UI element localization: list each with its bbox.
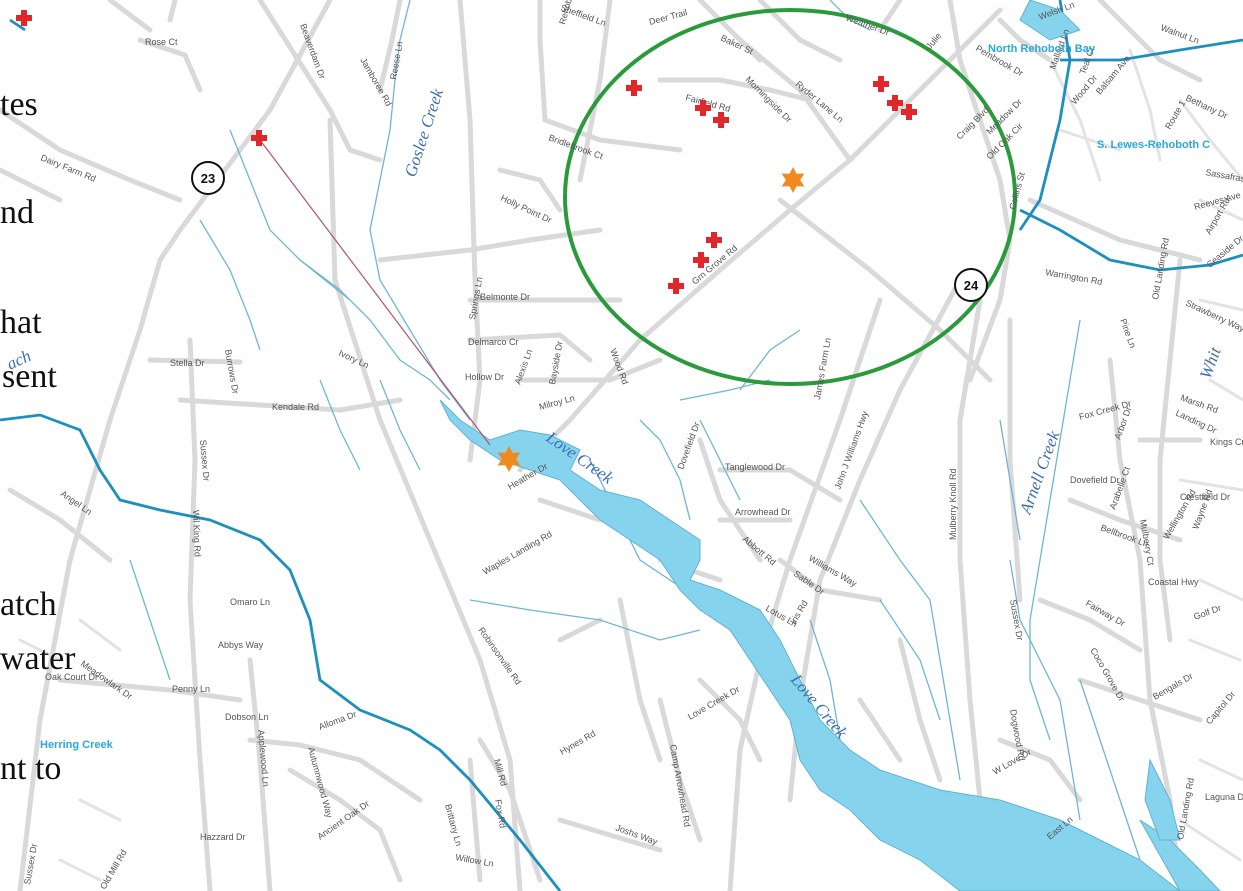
road-label: James Farm Ln [812, 337, 833, 400]
road-label: Oak Court Dr [45, 672, 98, 682]
road-label: Julie [924, 31, 944, 52]
road-label: Crestfield Dr [1180, 492, 1230, 502]
road-label: Camp Arrowhead Rd [668, 744, 692, 828]
road-label: Iris Rd [788, 598, 810, 626]
road-label: Coco Grove Dr [1088, 646, 1127, 703]
road-label: Arrowhead Dr [735, 507, 791, 517]
road-label: Walnut Ln [1159, 22, 1200, 45]
road-label: Coastal Hwy [1148, 577, 1199, 587]
connector-line [259, 139, 491, 446]
creek-label-fragment: Whit [1196, 343, 1225, 381]
slide-text-line: tes [0, 86, 38, 123]
cross-marker-icon[interactable] [873, 76, 889, 92]
road-label: Alloma Dr [317, 709, 358, 732]
road-label: Fairway Dr [1084, 598, 1127, 628]
road-label: Hynes Rd [558, 728, 597, 756]
cross-marker-icon[interactable] [626, 80, 642, 96]
road-label: Waples Landing Rd [481, 529, 554, 577]
road-label: Capitol Dr [1204, 689, 1237, 726]
slide-text-line: nt to [0, 750, 62, 787]
cross-marker-icon[interactable] [706, 232, 722, 248]
road-label: Willow Ln [455, 852, 495, 869]
arnell-creek-label: Arnell Creek [1016, 428, 1064, 517]
road-label: Golf Dr [1192, 603, 1222, 622]
road-label: Sussex Dr [1008, 599, 1025, 642]
water-labels: Goslee Creek Love Creek Love Creek Arnel… [4, 86, 1226, 742]
road-label: Hollow Dr [465, 372, 504, 382]
herring-creek-label: Herring Creek [40, 739, 114, 751]
road-label: Applewood Ln [256, 729, 271, 787]
road-label: Belmonte Dr [480, 292, 530, 302]
road-label: Penny Ln [172, 684, 210, 694]
slide-text-line: sent [2, 358, 57, 395]
road-label: Dogwood Rd [1008, 709, 1027, 762]
road-label: Weather Dr [844, 12, 891, 37]
highlight-circle [563, 8, 1017, 386]
road-label: Mill Rd [492, 758, 509, 787]
slide-text-line: atch [0, 586, 57, 623]
road-label: Pine Ln [1118, 317, 1138, 349]
road-label: Fox Rd [493, 799, 508, 829]
road-label: Mulberry Knoll Rd [948, 468, 958, 540]
road-label: Dovefield Dr [1070, 475, 1120, 485]
goslee-creek-label: Goslee Creek [401, 86, 447, 179]
road-label: Omaro Ln [230, 597, 270, 607]
road-label: Dairy Farm Rd [39, 153, 97, 184]
road-label: Laguna Dr [1205, 792, 1243, 802]
road-label: Dovefield Dr [675, 421, 701, 471]
star-marker-icon[interactable] [781, 167, 805, 193]
road-label: Delmarco Cr [468, 337, 519, 347]
lewes-rehoboth-label: S. Lewes-Rehoboth C [1097, 139, 1210, 151]
road-label: Abbys Way [218, 640, 264, 650]
road-label: W Love Dr [991, 747, 1033, 777]
road-label: Deer Trail [648, 7, 688, 27]
road-label: Kendale Rd [272, 402, 319, 412]
route-shield-24: 24 [954, 268, 988, 302]
cross-marker-icon[interactable] [16, 10, 32, 26]
cross-marker-icon[interactable] [713, 112, 729, 128]
road-label: Burrows Dr [223, 349, 241, 395]
road-label: Sussex Dr [198, 439, 212, 481]
road-label: Stella Dr [170, 358, 205, 368]
road-label: Brittany Ln [443, 803, 464, 847]
place-labels: North Rehoboth Bay S. Lewes-Rehoboth C H… [40, 43, 1210, 751]
road-label: Sassafras St [1205, 167, 1243, 186]
north-rehoboth-label: North Rehoboth Bay [988, 43, 1096, 55]
road-label: Old Mill Rd [98, 848, 129, 891]
road-label: Milroy Ln [538, 393, 576, 412]
love-creek-water [439, 0, 1221, 891]
road-label: Hazzard Dr [200, 832, 246, 842]
road-label: Grn Grove Rd [690, 243, 739, 287]
road-label: Morningside Dr [744, 74, 794, 124]
slide-text-line: nd [0, 194, 34, 231]
road-label: Seaside Dr [1205, 233, 1243, 269]
road-label: Route 1 [1163, 99, 1187, 131]
road-labels: Rose Ct Jamboree Rd Reese Ln Dairy Farm … [22, 0, 1243, 891]
road-label: Wil King Rd [191, 510, 203, 557]
road-label: Warrington Rd [1045, 267, 1104, 287]
road-label: Bengals Dr [1151, 671, 1195, 702]
road-label: Holly Point Dr [499, 193, 553, 225]
route-23-number: 23 [201, 171, 215, 186]
route-shield-23: 23 [191, 161, 225, 195]
road-label: Old Landing Rd [1175, 777, 1196, 840]
road-label: Rose Ct [145, 37, 178, 47]
road-label: Tanglewood Dr [725, 462, 785, 472]
cross-marker-icon[interactable] [668, 278, 684, 294]
road-label: Ivory Ln [337, 348, 370, 371]
road-label: Kings Creek [1210, 437, 1243, 447]
road-label: Dobson Ln [225, 712, 269, 722]
minor-roads [18, 48, 1243, 882]
route-24-number: 24 [964, 278, 979, 293]
slide-text-line: hat [0, 304, 42, 341]
streams [129, 0, 1141, 861]
road-label: Collins St [1007, 171, 1027, 211]
slide-text-line: water [0, 640, 76, 677]
